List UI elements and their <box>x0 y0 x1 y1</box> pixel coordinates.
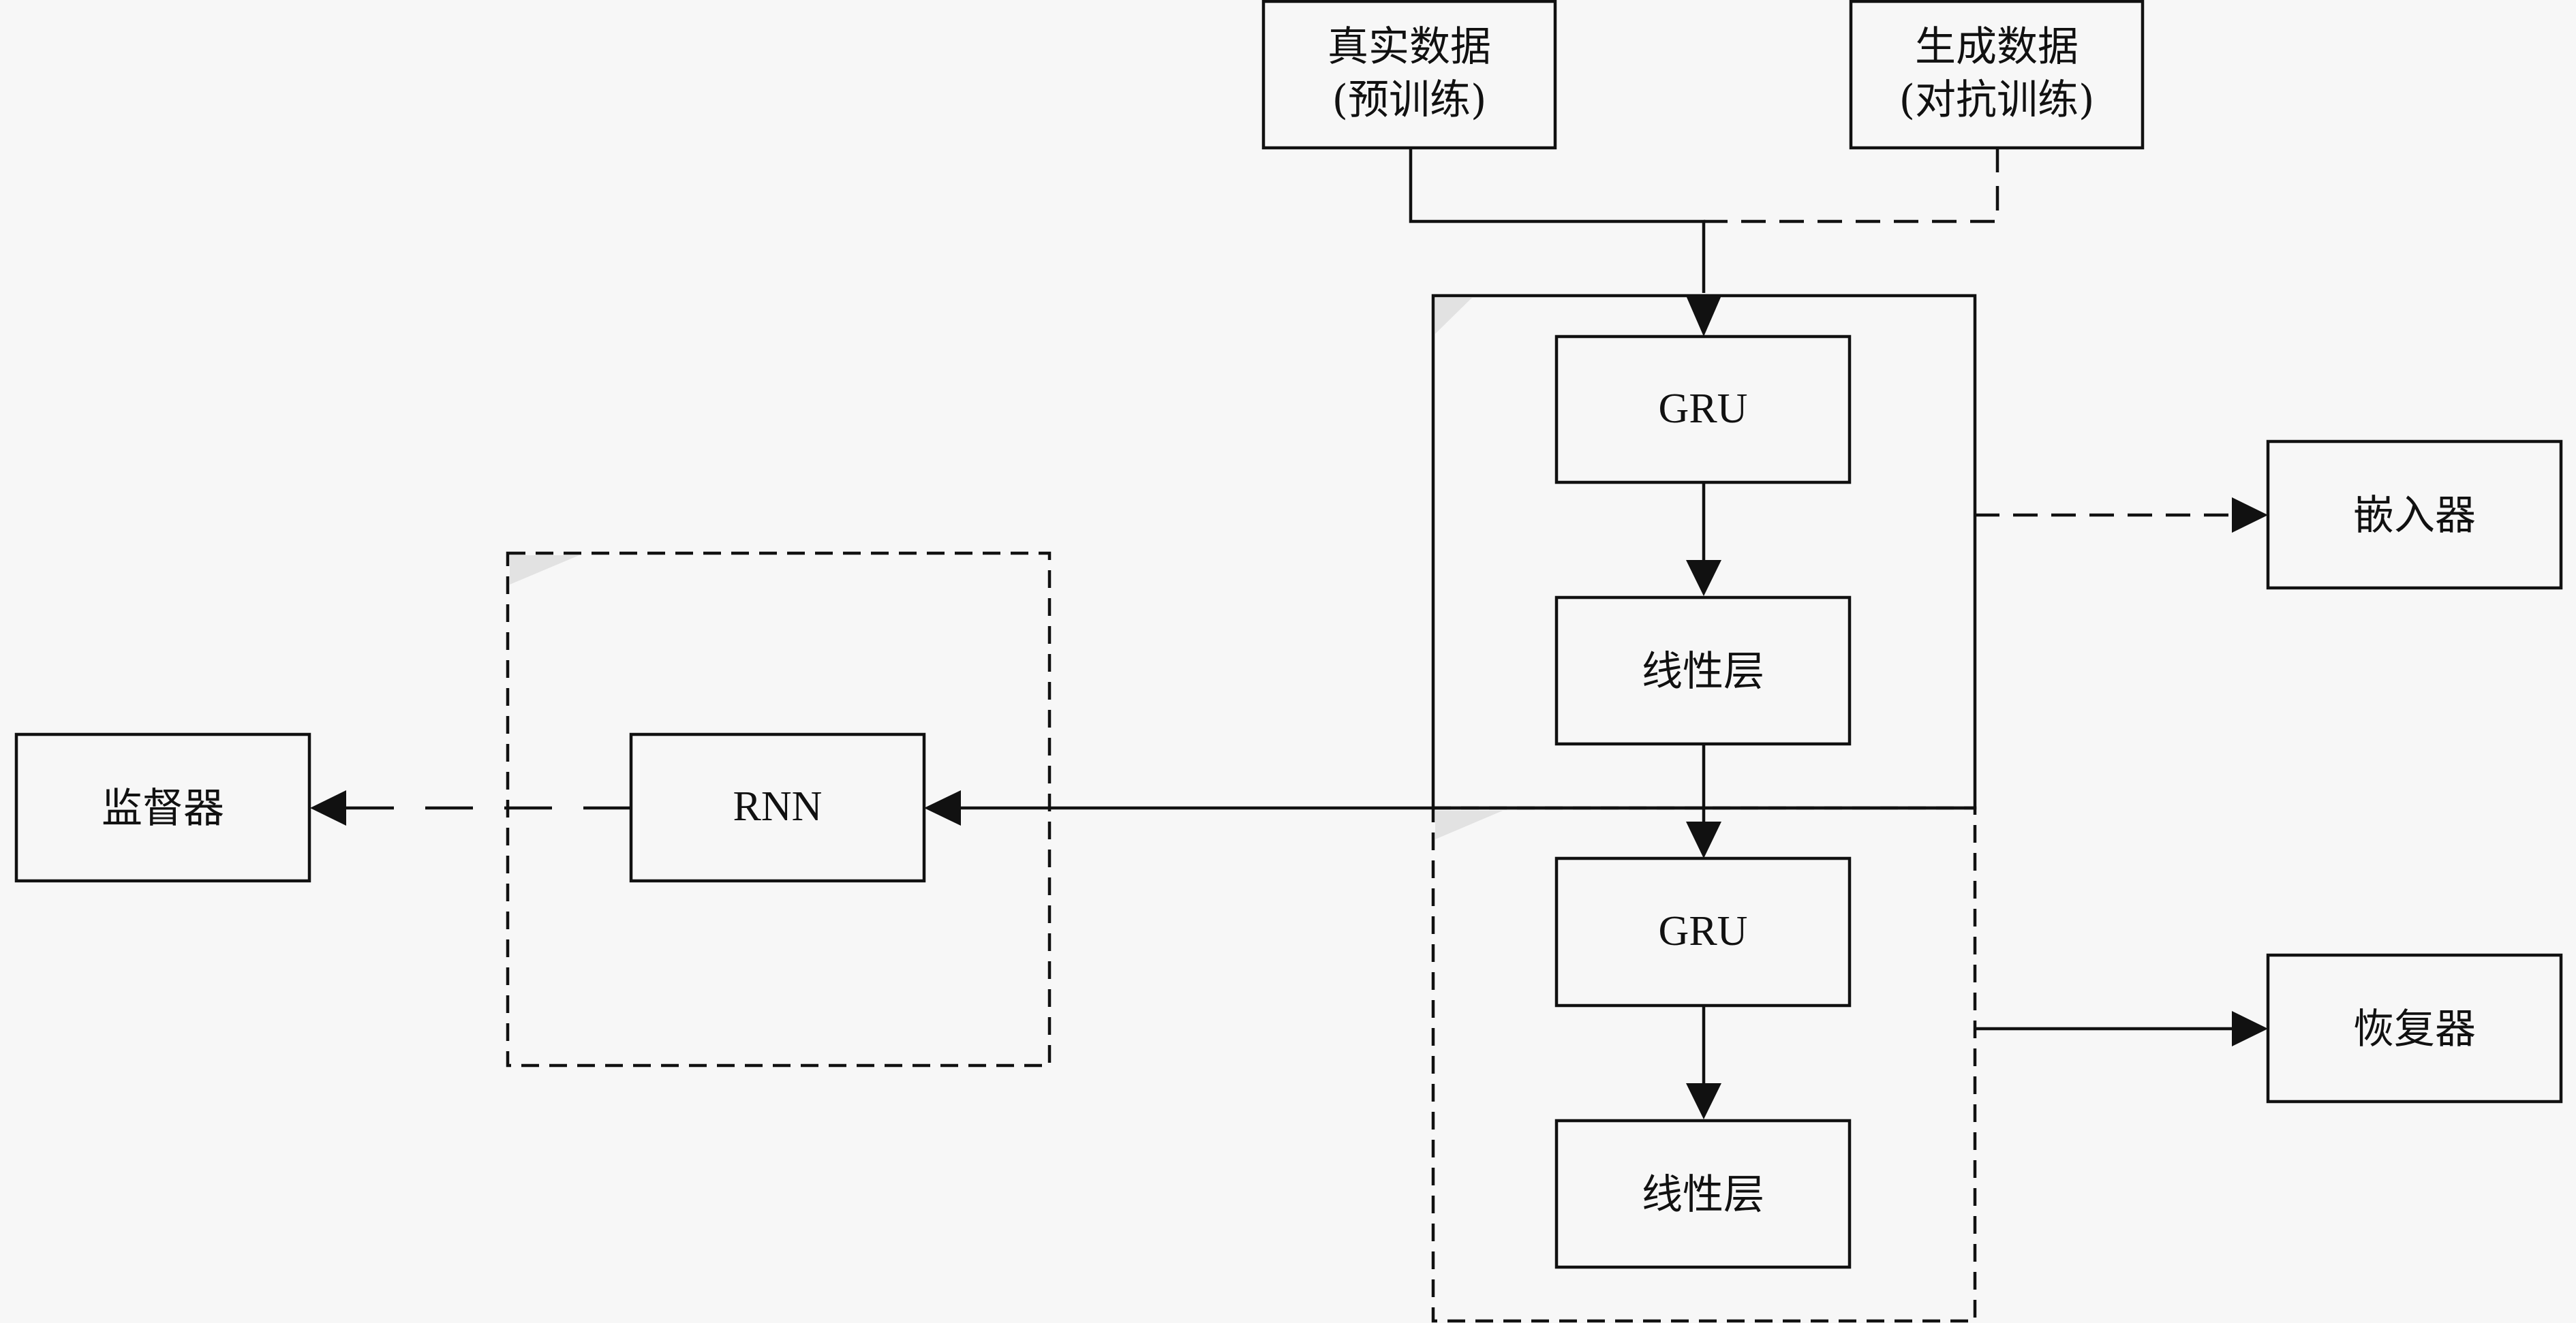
arrowhead-into-recovery <box>2232 1011 2268 1046</box>
gru-top-label: GRU <box>1659 386 1748 432</box>
arrowhead-into-linear-top <box>1686 560 1721 596</box>
real-data-label-line1: 真实数据 <box>1328 23 1491 71</box>
arrowhead-into-gru-top <box>1686 296 1721 337</box>
node-supervisor: 监督器 <box>14 732 311 883</box>
supervisor-label: 监督器 <box>102 785 224 832</box>
edge-real-data-to-gru <box>1409 148 1706 293</box>
arrowhead-into-rnn <box>924 790 961 826</box>
node-rnn: RNN <box>629 732 926 883</box>
node-linear-top: 线性层 <box>1554 595 1852 746</box>
embedder-label: 嵌入器 <box>2353 492 2476 540</box>
arrowhead-into-linear-bottom <box>1686 1083 1721 1119</box>
recovery-group <box>1431 806 1977 1323</box>
gru-bottom-label: GRU <box>1659 908 1748 954</box>
arrowhead-into-gru-bottom <box>1686 822 1721 858</box>
node-real-data: 真实数据 (预训练) <box>1261 0 1557 150</box>
real-data-label-line2: (预训练) <box>1332 76 1487 124</box>
node-gru-top: GRU <box>1554 334 1852 484</box>
group-shade-bottom <box>1435 811 1503 839</box>
arrowhead-into-supervisor <box>310 790 346 826</box>
generated-data-label-line2: (对抗训练) <box>1899 76 2095 124</box>
node-linear-bottom: 线性层 <box>1554 1119 1852 1269</box>
arrowhead-into-embedder <box>2232 497 2268 533</box>
edge-gen-data-to-gru <box>1704 148 1999 223</box>
group-shade-rnn <box>510 555 579 585</box>
node-recovery: 恢复器 <box>2266 953 2563 1104</box>
node-gru-bottom: GRU <box>1554 856 1852 1008</box>
linear-top-label: 线性层 <box>1642 648 1764 696</box>
linear-bottom-label: 线性层 <box>1642 1171 1764 1219</box>
node-generated-data: 生成数据 (对抗训练) <box>1849 0 2145 150</box>
generated-data-label-line1: 生成数据 <box>1915 23 2079 71</box>
rnn-label: RNN <box>733 783 823 830</box>
recovery-label: 恢复器 <box>2353 1006 2476 1053</box>
node-embedder: 嵌入器 <box>2266 439 2563 590</box>
group-shade-top <box>1435 298 1472 334</box>
